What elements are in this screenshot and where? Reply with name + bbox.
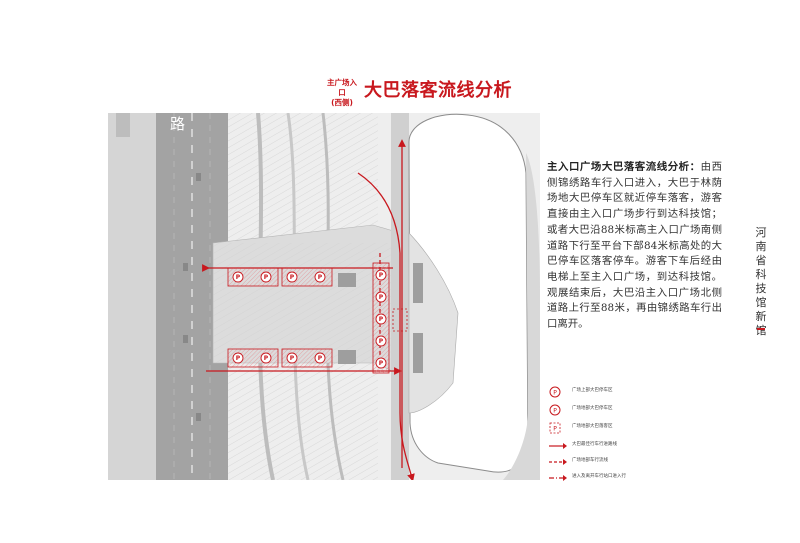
road-label: 路 [170,115,185,133]
svg-text:P: P [290,355,295,362]
legend-item: 广场地部车行流线 [548,455,678,469]
title-subtitle-line2: (西侧) [331,98,353,107]
parking-markers [232,269,387,369]
side-char: 馆 [755,324,767,337]
side-title-accent [757,328,765,330]
flow-analysis-description: 主入口广场大巴落客流线分析：由西侧锦绣路车行入口进入，大巴于林荫场地大巴停车区就… [547,160,722,333]
title-block: 主广场入口 (西侧) 大巴落客流线分析 [324,76,512,107]
side-char: 技 [755,282,767,295]
legend-item: P 广场地部大巴落客区 [548,421,678,435]
svg-text:P: P [264,274,269,281]
svg-text:P: P [318,274,323,281]
svg-text:P: P [379,294,384,301]
svg-text:P: P [264,355,269,362]
legend-item: P 广场地部大巴停车区 [548,403,678,417]
legend-item: 进入及离开车行站口进入行 [548,471,678,485]
svg-text:P: P [553,408,557,415]
bus-parking-ground-icon: P [549,386,561,398]
svg-text:P: P [379,316,384,323]
legend-label: 大巴最佳行车行进路线 [572,442,617,447]
legend-label: 广场上部大巴停车区 [572,388,613,393]
svg-text:P: P [236,355,241,362]
dash-dot-arrow-icon [549,475,567,481]
side-char: 南 [755,240,767,253]
title-subtitle-line1: 主广场入口 [327,78,357,97]
main-road [108,113,228,480]
side-char: 省 [755,254,767,267]
bus-parking-lower-zone-icon: P [549,422,561,434]
page-title: 大巴落客流线分析 [364,80,512,101]
side-char: 馆 [755,296,767,309]
svg-text:P: P [318,355,323,362]
tree-clusters [338,263,423,373]
svg-text:P: P [236,274,241,281]
svg-text:P: P [553,426,557,433]
svg-text:P: P [290,274,295,281]
site-plan-map: 路 P P P P P [108,113,540,480]
svg-text:P: P [553,390,557,397]
svg-text:P: P [379,272,384,279]
legend-item: 大巴最佳行车行进路线 [548,439,678,453]
svg-text:P: P [379,360,384,367]
legend-label: 进入及离开车行站口进入行 [572,474,626,479]
title-subtitle: 主广场入口 (西侧) [324,78,360,108]
dashed-arrow-icon [549,459,567,465]
legend-label: 广场地部车行流线 [572,458,608,463]
legend-item: P 广场上部大巴停车区 [548,385,678,399]
side-char: 河 [755,226,767,239]
description-body: 由西侧锦绣路车行入口进入，大巴于林荫场地大巴停车区就近停车落客，游客直接由主入口… [547,161,723,331]
bus-parking-lower-icon: P [549,404,561,416]
side-char: 科 [755,268,767,281]
legend-label: 广场地部大巴停车区 [572,406,613,411]
legend-label: 广场地部大巴落客区 [572,424,613,429]
side-title: 河 南 省 科 技 馆 新 馆 [752,226,770,338]
description-lead: 主入口广场大巴落客流线分析： [547,161,701,173]
svg-text:P: P [379,338,384,345]
solid-arrow-icon [549,443,567,449]
side-char: 新 [755,310,767,323]
